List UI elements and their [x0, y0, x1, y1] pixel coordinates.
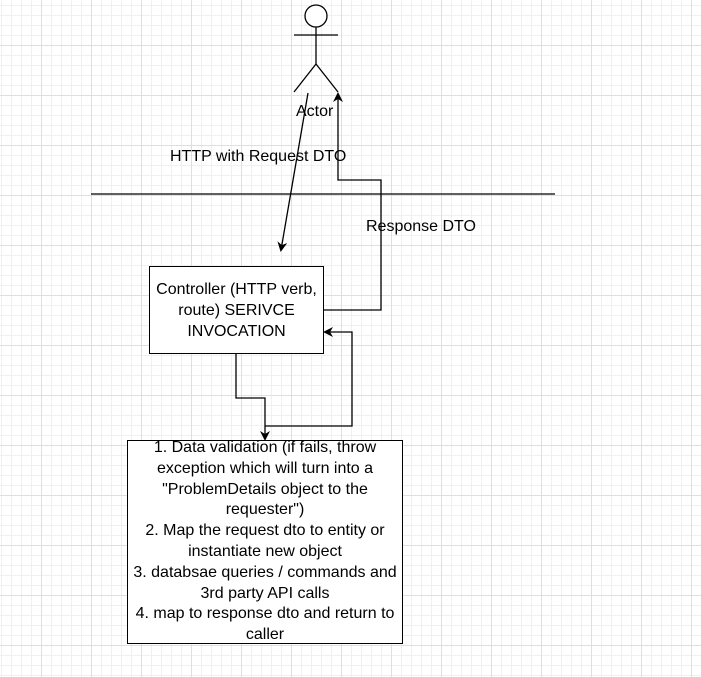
- actor-leg-right: [315, 63, 339, 93]
- step-item-2: 2. Map the request dto to entity or inst…: [145, 522, 385, 560]
- controller-box[interactable]: Controller (HTTP verb, route) SERIVCE IN…: [149, 266, 324, 354]
- response-edge-label: Response DTO: [366, 218, 476, 235]
- steps-to-controller-arrow[interactable]: [265, 327, 353, 427]
- response-arrow[interactable]: [324, 92, 382, 311]
- actor-label: Actor: [296, 103, 334, 120]
- actor-head: [304, 4, 328, 28]
- step-item-1: 1. Data validation (if fails, throw exce…: [153, 439, 377, 519]
- controller-to-steps-arrow[interactable]: [235, 354, 270, 441]
- request-edge-label: HTTP with Request DTO: [170, 148, 347, 165]
- controller-text: Controller (HTTP verb, route) SERIVCE IN…: [156, 280, 317, 340]
- step-item-4: 4. map to response dto and return to cal…: [135, 605, 395, 644]
- steps-list: 1. Data validation (if fails, throw exce…: [128, 438, 402, 646]
- step-item-3: 3. databsae queries / commands and 3rd p…: [133, 563, 397, 602]
- actor-figure: [293, 4, 339, 93]
- request-arrow[interactable]: [277, 92, 309, 252]
- steps-box[interactable]: 1. Data validation (if fails, throw exce…: [127, 438, 403, 646]
- actor-leg-left: [293, 63, 317, 93]
